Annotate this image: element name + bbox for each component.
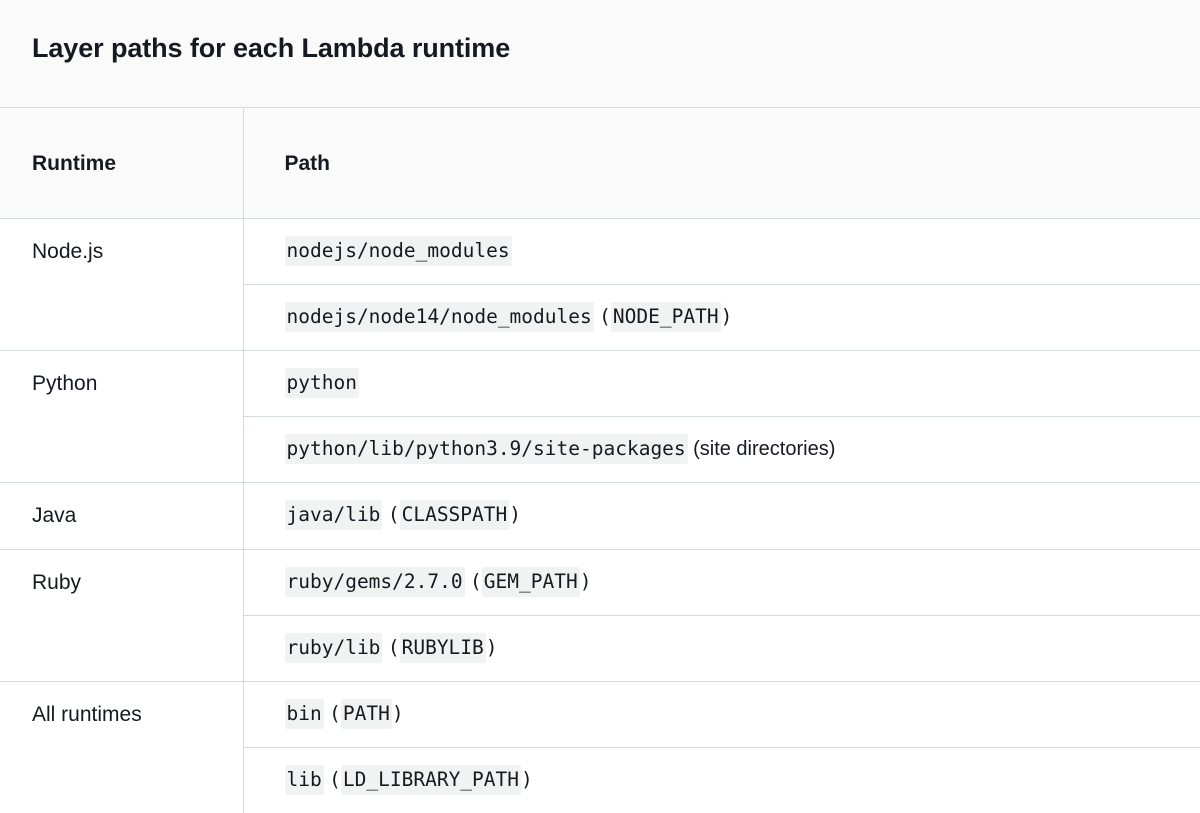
path-cell: nodejs/node_modules <box>243 219 1200 285</box>
path-cell: nodejs/node14/node_modules (NODE_PATH) <box>243 285 1200 351</box>
path-code: python/lib/python3.9/site-packages <box>285 434 688 464</box>
path-cell: python <box>243 351 1200 417</box>
runtime-name-cell: Java <box>0 483 243 550</box>
env-var-code: RUBYLIB <box>400 633 486 663</box>
path-code: bin <box>285 699 324 729</box>
env-var-note: (NODE_PATH) <box>599 302 732 332</box>
path-code: lib <box>285 765 324 795</box>
env-var-note: (RUBYLIB) <box>388 633 498 663</box>
env-var-code: CLASSPATH <box>400 500 510 530</box>
env-var-note: (CLASSPATH) <box>388 500 521 530</box>
column-header-path: Path <box>243 108 1200 219</box>
env-var-code: GEM_PATH <box>482 567 580 597</box>
column-header-runtime: Runtime <box>0 108 243 219</box>
env-var-code: LD_LIBRARY_PATH <box>341 765 521 795</box>
path-note: (site directories) <box>693 438 835 460</box>
title-band: Layer paths for each Lambda runtime <box>0 0 1200 108</box>
env-var-code: NODE_PATH <box>611 302 721 332</box>
runtime-name-cell: Ruby <box>0 550 243 682</box>
path-cell: java/lib (CLASSPATH) <box>243 483 1200 550</box>
table-header-row: Runtime Path <box>0 108 1200 219</box>
runtime-name-cell: All runtimes <box>0 682 243 813</box>
table-header: Runtime Path <box>0 108 1200 219</box>
env-var-note: (PATH) <box>329 699 403 729</box>
path-cell: python/lib/python3.9/site-packages (site… <box>243 417 1200 483</box>
env-var-note: (GEM_PATH) <box>470 567 591 597</box>
path-code: ruby/gems/2.7.0 <box>285 567 465 597</box>
runtime-name-cell: Node.js <box>0 219 243 351</box>
runtime-name-cell: Python <box>0 351 243 483</box>
path-cell: lib (LD_LIBRARY_PATH) <box>243 748 1200 813</box>
page-title: Layer paths for each Lambda runtime <box>32 30 1168 66</box>
env-var-note: (LD_LIBRARY_PATH) <box>329 765 533 795</box>
path-code: java/lib <box>285 500 383 530</box>
path-code: nodejs/node_modules <box>285 236 512 266</box>
path-code: python <box>285 368 359 398</box>
env-var-code: PATH <box>341 699 392 729</box>
path-cell: ruby/gems/2.7.0 (GEM_PATH) <box>243 550 1200 616</box>
path-cell: bin (PATH) <box>243 682 1200 748</box>
path-code: nodejs/node14/node_modules <box>285 302 594 332</box>
path-code: ruby/lib <box>285 633 383 663</box>
path-cell: ruby/lib (RUBYLIB) <box>243 616 1200 682</box>
